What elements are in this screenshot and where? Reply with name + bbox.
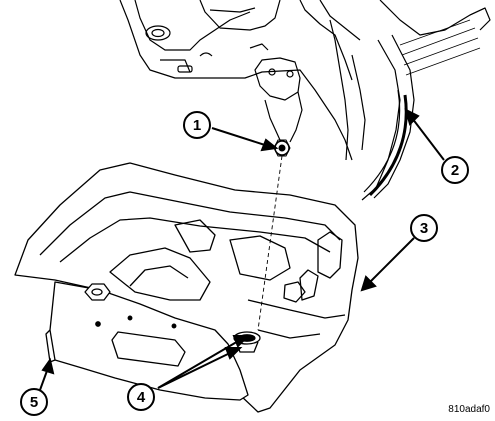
callout-4-label: 4 (137, 389, 146, 406)
trim-panel (14, 162, 359, 413)
callout-5: 5 (20, 388, 48, 416)
callout-2-label: 2 (451, 162, 459, 179)
callout-1: 1 (183, 111, 211, 139)
figure-code: 810adaf0 (448, 404, 490, 415)
callout-3-label: 3 (420, 220, 428, 237)
callout-4: 4 (127, 383, 155, 411)
install-centerline (257, 155, 283, 331)
callout-3: 3 (410, 214, 438, 242)
leader-lines (39, 108, 445, 391)
callout-5-label: 5 (30, 394, 38, 411)
callout-1-label: 1 (193, 117, 201, 134)
access-cover-panel (45, 281, 249, 401)
quarter-panel-edge (361, 0, 491, 201)
callout-2: 2 (441, 156, 469, 184)
body-structure (119, 0, 366, 161)
